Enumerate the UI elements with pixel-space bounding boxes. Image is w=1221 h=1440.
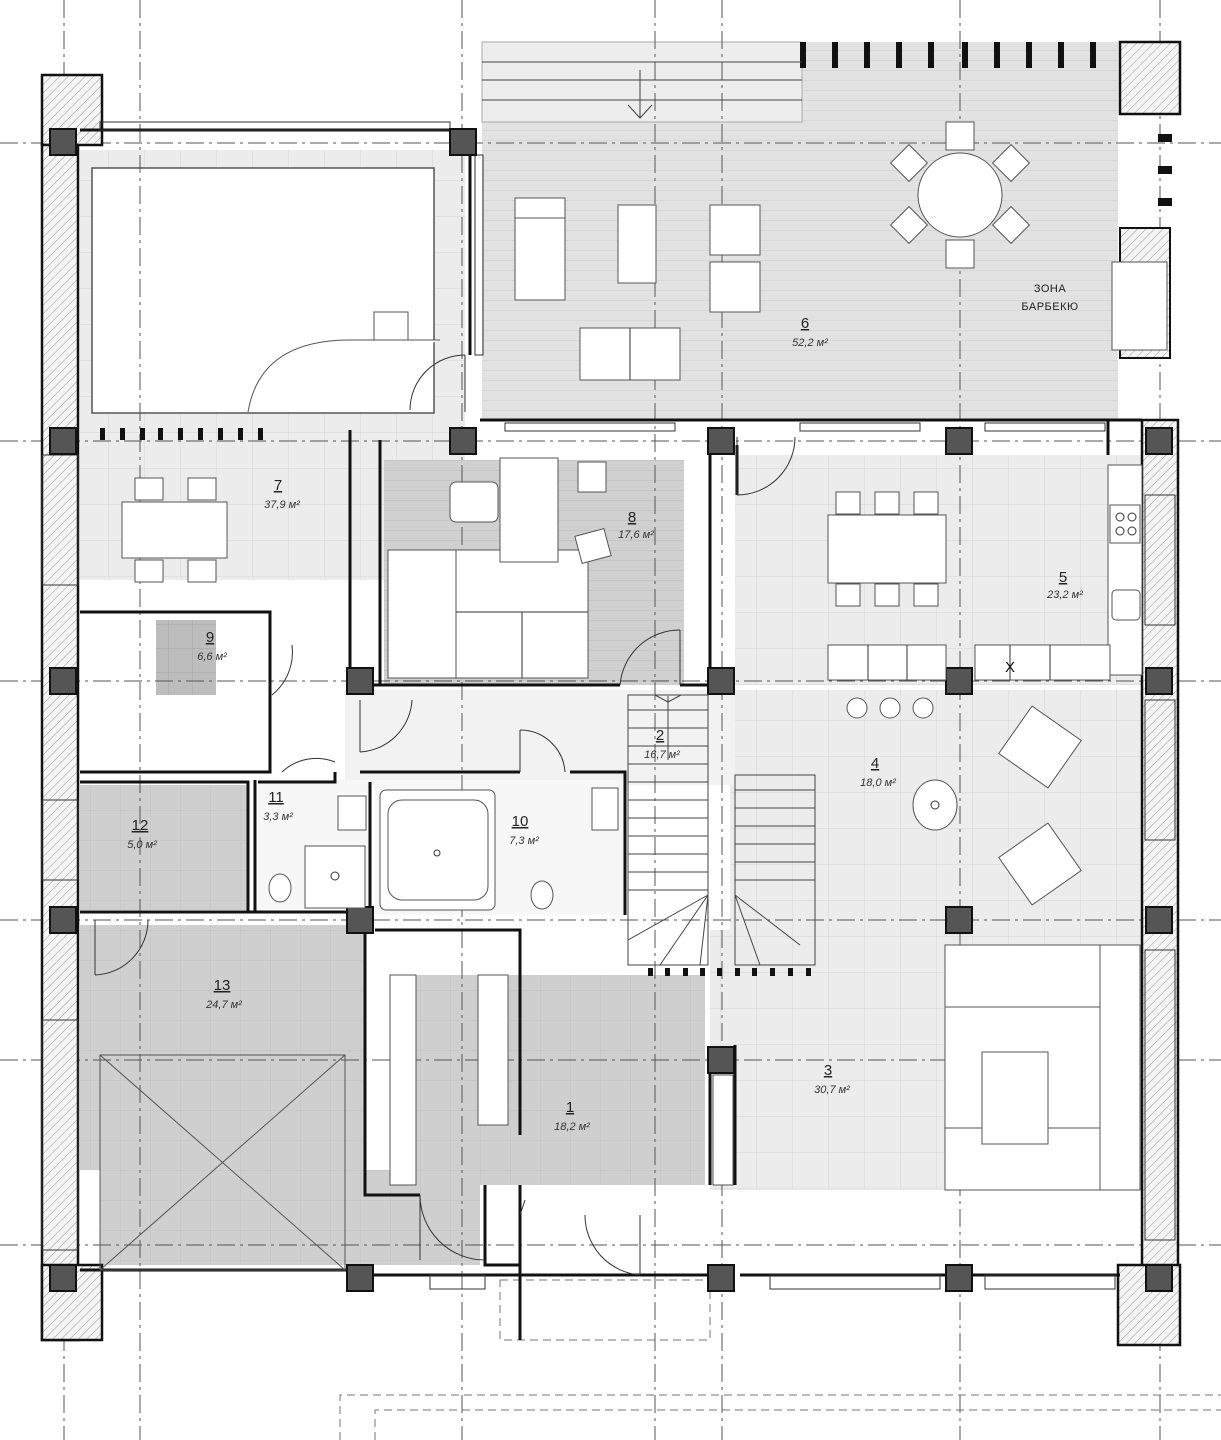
column <box>346 1264 374 1292</box>
wall-right-top-pier <box>1118 40 1182 116</box>
room-area: 16,7 м² <box>644 749 680 761</box>
bathroom-fixtures <box>268 787 619 1186</box>
dining-kitchen-furniture <box>827 464 1143 719</box>
column <box>945 667 973 695</box>
room-area: 30,7 м² <box>814 1084 850 1096</box>
room-number: 1 <box>566 1099 574 1116</box>
room-number: 8 <box>628 509 636 526</box>
kitchen-mark: X <box>1005 659 1015 676</box>
column <box>945 1264 973 1292</box>
columns <box>49 128 1173 1292</box>
room-area: 6,6 м² <box>197 651 227 663</box>
column <box>449 128 477 156</box>
room-number: 12 <box>132 817 149 834</box>
room-number: 6 <box>801 315 809 332</box>
bbq-zone-line-1: ЗОНА <box>1034 283 1067 295</box>
room-label: 11 3,3 м² <box>263 789 293 823</box>
garage-gate <box>99 1054 346 1271</box>
windows <box>41 121 1176 1290</box>
hall-floor <box>345 690 735 785</box>
room-12-floor <box>80 785 248 910</box>
column <box>49 128 77 156</box>
room-label: 1 18,2 м² <box>554 1099 590 1133</box>
room-number: 7 <box>274 477 282 494</box>
room-area: 17,6 м² <box>618 529 654 541</box>
outdoor-dining-furniture <box>121 477 228 583</box>
interior-walls <box>80 128 1142 1340</box>
room-label: 3 30,7 м² <box>814 1062 850 1096</box>
room-area: 7,3 м² <box>509 835 539 847</box>
room-label: 10 7,3 м² <box>509 813 539 847</box>
room-label: 13 24,7 м² <box>205 977 242 1011</box>
room-number: 3 <box>824 1062 832 1079</box>
column <box>707 667 735 695</box>
column <box>1145 1264 1173 1292</box>
room-area: 3,3 м² <box>263 811 293 823</box>
column <box>707 1046 735 1074</box>
living-furniture <box>712 705 1141 1191</box>
wall-left <box>40 143 80 1342</box>
room-area: 5,0 м² <box>127 839 157 851</box>
room-area: 37,9 м² <box>264 499 300 511</box>
room-label: 12 5,0 м² <box>127 817 157 851</box>
column <box>346 906 374 934</box>
room-area: 18,2 м² <box>554 1121 590 1133</box>
column <box>49 667 77 695</box>
column <box>707 427 735 455</box>
column <box>1145 667 1173 695</box>
column <box>49 1264 77 1292</box>
room-area: 18,0 м² <box>860 777 896 789</box>
column <box>449 427 477 455</box>
room-number: 11 <box>268 789 284 806</box>
column <box>49 427 77 455</box>
room-area: 24,7 м² <box>205 999 242 1011</box>
room-label: 5 23,2 м² <box>1046 569 1083 601</box>
room-area: 23,2 м² <box>1046 589 1083 601</box>
column <box>49 906 77 934</box>
doors <box>94 354 796 1276</box>
column <box>346 667 374 695</box>
foundation-outline <box>339 1279 1221 1440</box>
pergola-posts <box>100 42 1172 976</box>
bbq-zone-label: ЗОНА БАРБЕКЮ <box>1021 283 1078 313</box>
wall-right <box>1140 418 1180 1342</box>
column <box>945 906 973 934</box>
study-furniture <box>387 457 612 679</box>
room-number: 4 <box>871 755 879 772</box>
room-number: 5 <box>1059 569 1067 586</box>
room-number: 10 <box>512 813 529 830</box>
terrace-furniture <box>247 121 1168 413</box>
room-label: 9 6,6 м² <box>197 629 227 663</box>
room-labels: 1 18,2 м² 2 16,7 м² 3 30,7 м² 4 18,0 м² … <box>127 315 1083 1133</box>
column <box>707 1264 735 1292</box>
bbq-zone-line-2: БАРБЕКЮ <box>1021 301 1078 313</box>
column <box>1145 906 1173 934</box>
pool <box>91 167 435 414</box>
room-label: 8 17,6 м² <box>618 509 654 541</box>
room-number: 2 <box>656 727 664 744</box>
floor-fills <box>80 41 1145 1265</box>
room-label: 7 37,9 м² <box>264 477 300 511</box>
room-number: 9 <box>206 629 214 646</box>
entry-floor <box>415 975 705 1185</box>
room-label: 4 18,0 м² <box>860 755 896 789</box>
column <box>1145 427 1173 455</box>
column <box>945 427 973 455</box>
storage-9-floor <box>156 620 216 695</box>
staircase <box>482 61 816 966</box>
room-number: 13 <box>214 977 231 994</box>
garage-floor-low <box>100 1170 480 1265</box>
room-label: 2 16,7 м² <box>644 727 680 761</box>
room-area: 52,2 м² <box>792 337 828 349</box>
garage-floor <box>80 925 365 1170</box>
stairs-deck-top <box>481 41 803 123</box>
room-label: 6 52,2 м² <box>792 315 828 349</box>
